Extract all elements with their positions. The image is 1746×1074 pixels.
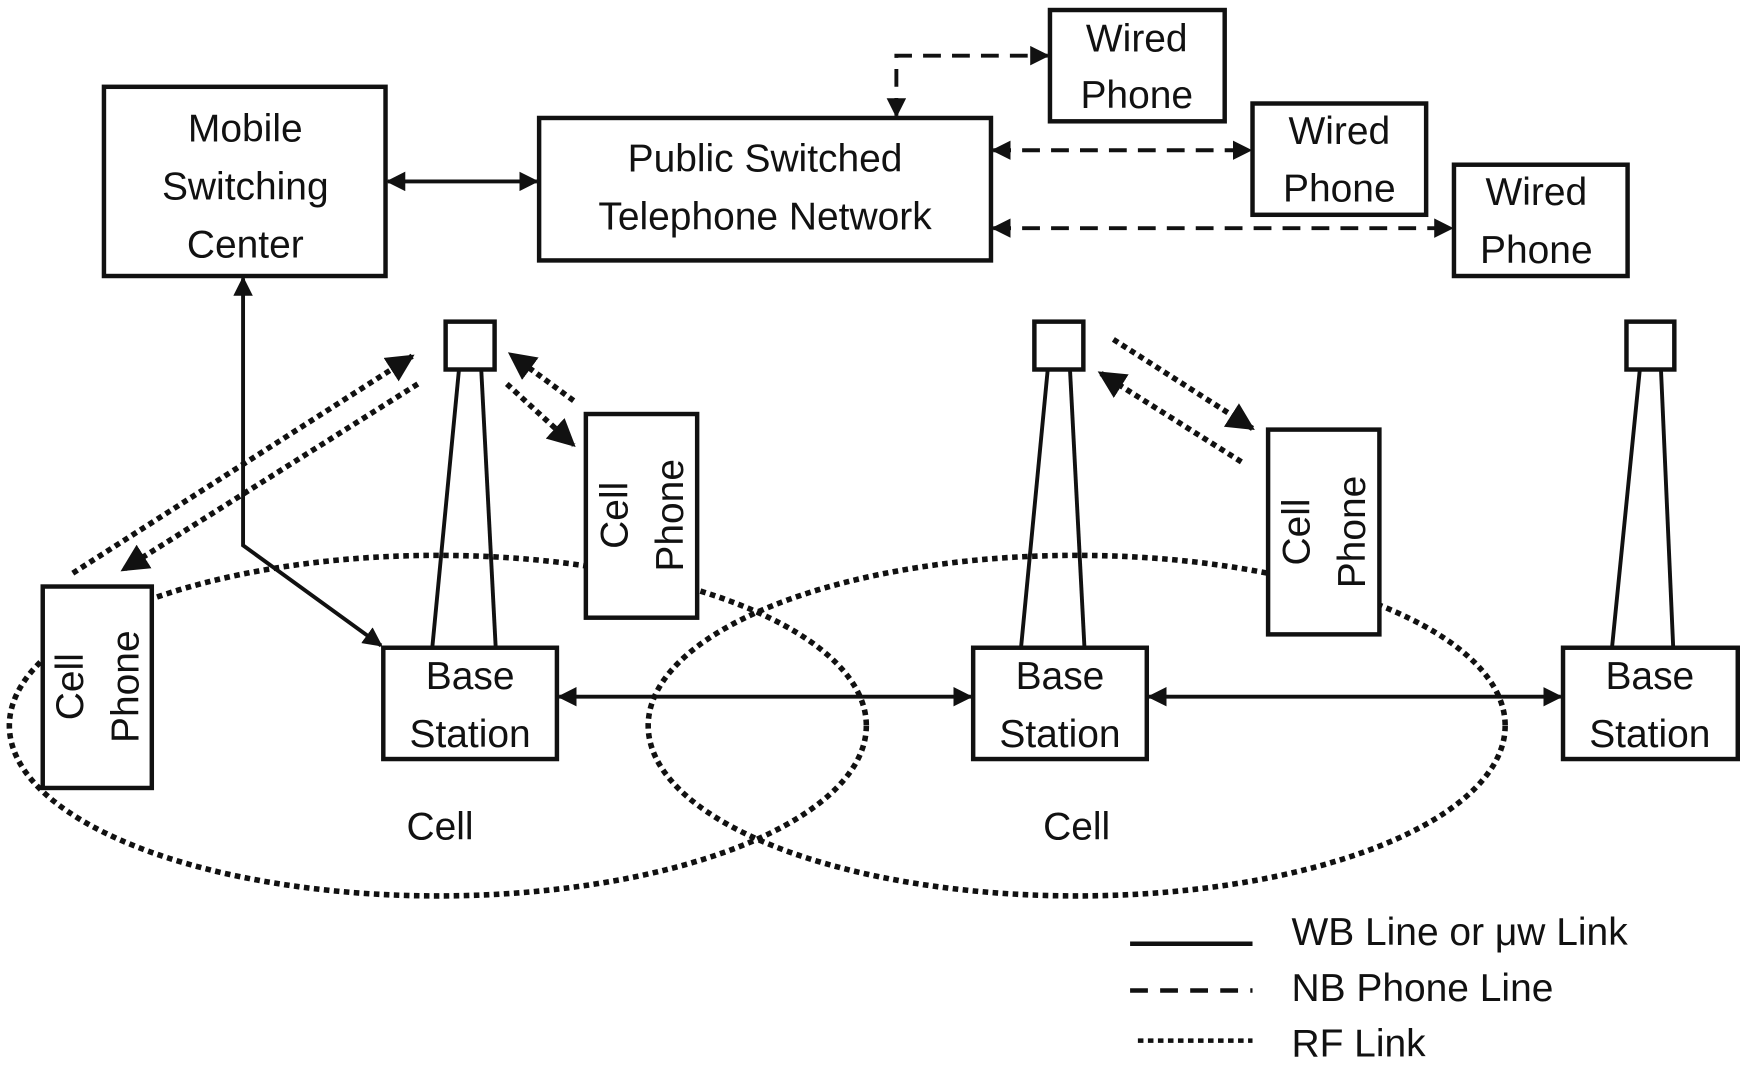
cell-phone-2: Cell Phone	[583, 411, 700, 620]
cell-phone-3: Cell Phone	[1265, 427, 1382, 637]
rf-uplink-2	[507, 351, 576, 403]
pstn-wired-phone-1-line	[886, 45, 1050, 118]
rf-uplink-1	[71, 353, 415, 576]
wired-phone-2: Wired Phone	[1250, 101, 1429, 218]
svg-text:Phone: Phone	[1283, 168, 1396, 211]
svg-text:Switching: Switching	[162, 165, 329, 208]
rf-downlink-3	[1111, 337, 1255, 431]
cell-coverage-2	[645, 552, 1508, 899]
svg-text:Cell: Cell	[1276, 498, 1319, 565]
svg-text:Station: Station	[1589, 713, 1710, 756]
svg-text:Phone: Phone	[105, 630, 148, 743]
antenna-tower-2	[1019, 319, 1087, 648]
rf-downlink-1	[120, 381, 420, 573]
cell-label-2: Cell	[1043, 805, 1110, 848]
svg-text:Base: Base	[1605, 655, 1694, 698]
antenna-tower-1	[430, 319, 498, 648]
legend-label-dotted: RF Link	[1291, 1022, 1426, 1065]
svg-text:Base: Base	[1016, 655, 1105, 698]
svg-text:Phone: Phone	[1480, 229, 1593, 272]
svg-text:Phone: Phone	[1080, 74, 1193, 117]
antenna-tower-3	[1610, 319, 1677, 648]
legend: WB Line or μw Link NB Phone Line RF Link	[1130, 911, 1628, 1065]
base-station-2: Base Station	[970, 645, 1150, 762]
mobile-switching-center: Mobile Switching Center	[101, 84, 388, 279]
svg-text:Cell: Cell	[593, 482, 636, 549]
legend-label-dashed: NB Phone Line	[1291, 967, 1553, 1010]
base-station-1: Base Station	[381, 645, 560, 762]
pstn: Public Switched Telephone Network	[536, 115, 994, 263]
svg-text:Wired: Wired	[1288, 110, 1390, 153]
svg-text:Station: Station	[409, 713, 530, 756]
svg-text:Telephone Network: Telephone Network	[598, 196, 932, 239]
cell-coverage-1	[6, 552, 870, 899]
svg-text:Phone: Phone	[649, 459, 692, 572]
base-station-3: Base Station	[1560, 645, 1740, 762]
legend-label-solid: WB Line or μw Link	[1291, 911, 1628, 954]
svg-text:Wired: Wired	[1086, 17, 1188, 60]
svg-text:Base: Base	[426, 655, 515, 698]
rf-uplink-3	[1097, 370, 1243, 465]
svg-text:Public Switched: Public Switched	[628, 138, 903, 181]
msc-base-station-link	[233, 276, 383, 648]
svg-text:Mobile: Mobile	[188, 108, 303, 151]
svg-text:Phone: Phone	[1331, 476, 1374, 589]
svg-text:Center: Center	[187, 223, 304, 266]
svg-text:Cell: Cell	[49, 653, 92, 720]
wired-phone-1: Wired Phone	[1047, 7, 1227, 124]
svg-text:Station: Station	[999, 713, 1120, 756]
cell-phone-1: Cell Phone	[40, 584, 155, 791]
svg-text:Wired: Wired	[1485, 171, 1587, 214]
wired-phone-3: Wired Phone	[1451, 162, 1630, 279]
rf-downlink-2	[504, 381, 576, 448]
cell-label-1: Cell	[407, 805, 474, 848]
